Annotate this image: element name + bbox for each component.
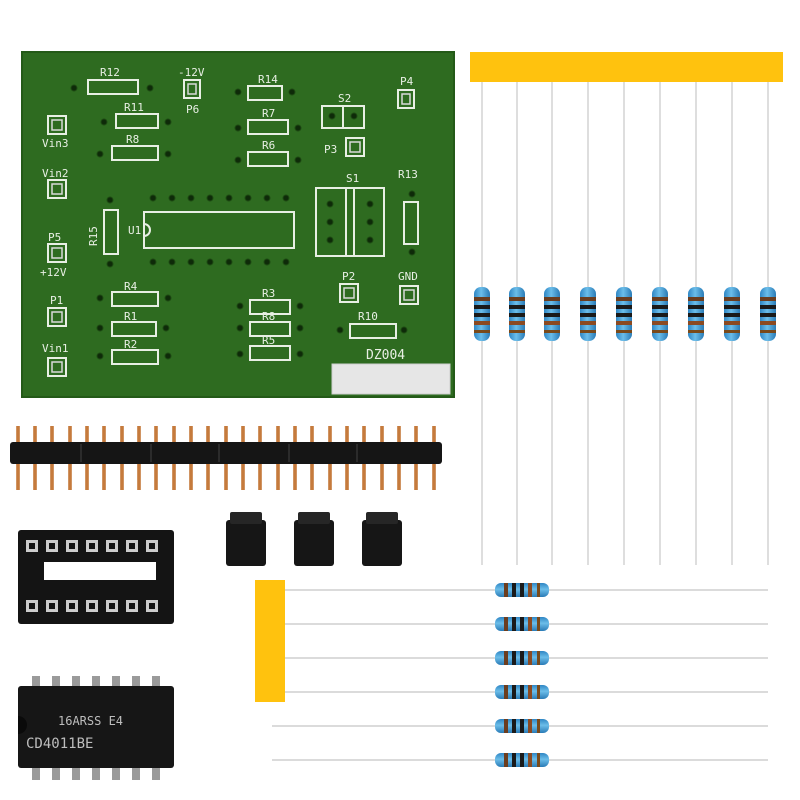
label-vin3: Vin3 — [42, 137, 69, 150]
jumper-cap-1 — [226, 512, 266, 566]
pcb-board — [21, 51, 455, 398]
label-r6: R6 — [262, 139, 275, 152]
jumper-caps — [226, 512, 402, 566]
label-r11: R11 — [124, 101, 144, 114]
label-r5: R5 — [262, 334, 275, 347]
jumper-cap-3 — [362, 512, 402, 566]
label-r14: R14 — [258, 73, 278, 86]
label-gnd: GND — [398, 270, 418, 283]
pcb-labels: R12 -12V P6 R14 P4 R11 R7 S2 Vin3 R8 R6 … — [40, 66, 418, 363]
resistor-strip-horizontal — [255, 580, 768, 767]
label-p6: P6 — [186, 103, 199, 116]
label-u1: U1 — [128, 224, 141, 237]
label-r1: R1 — [124, 310, 137, 323]
ic-socket — [18, 530, 174, 624]
label-r3: R3 — [262, 287, 275, 300]
label-r15: R15 — [87, 226, 100, 246]
chip-marking-2: CD4011BE — [26, 736, 93, 752]
jumper-cap-2 — [294, 512, 334, 566]
label-p12v: +12V — [40, 266, 67, 279]
label-r2: R2 — [124, 338, 137, 351]
label-s2: S2 — [338, 92, 351, 105]
tape-top — [470, 52, 783, 82]
label-r12: R12 — [100, 66, 120, 79]
pcb-square-pads — [51, 83, 415, 373]
resistor-strip-vertical — [470, 52, 783, 565]
label-vin2: Vin2 — [42, 167, 69, 180]
pin-header — [10, 426, 442, 490]
label-r8b: R8 — [262, 310, 275, 323]
label-r4: R4 — [124, 280, 138, 293]
label-p2: P2 — [342, 270, 355, 283]
label-s1: S1 — [346, 172, 359, 185]
label-p3: P3 — [324, 143, 337, 156]
tape-left — [255, 580, 285, 702]
pcb-silkscreen — [47, 79, 419, 377]
label-r10: R10 — [358, 310, 378, 323]
label-r8a: R8 — [126, 133, 139, 146]
label-vin1: Vin1 — [42, 342, 69, 355]
label-dz004: DZ004 — [366, 348, 405, 363]
label-r13: R13 — [398, 168, 418, 181]
label-p4: P4 — [400, 75, 414, 88]
ic-chip: 16ARSS E4 CD4011BE — [18, 676, 174, 780]
label-m12v: -12V — [178, 66, 205, 79]
label-p1: P1 — [50, 294, 63, 307]
label-p5: P5 — [48, 231, 61, 244]
chip-marking-1: 16ARSS E4 — [58, 714, 123, 728]
pcb-label-area — [331, 363, 451, 395]
label-r7: R7 — [262, 107, 275, 120]
